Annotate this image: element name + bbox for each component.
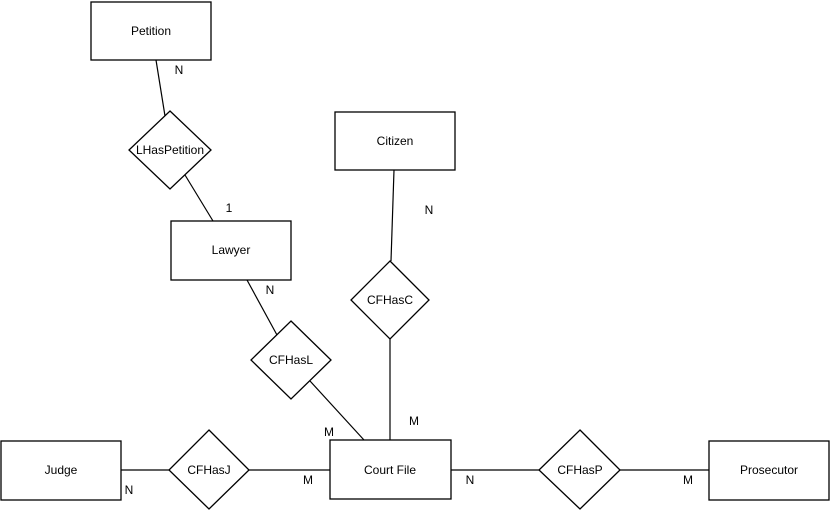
relationship-cfhasl-label: CFHasL bbox=[269, 353, 313, 367]
entity-prosecutor-label: Prosecutor bbox=[740, 463, 798, 477]
entity-citizen-label: Citizen bbox=[377, 134, 414, 148]
relationship-cfhasj-diamond[interactable] bbox=[168, 429, 250, 510]
relationship-cfhasp[interactable]: CFHasP bbox=[538, 429, 621, 510]
relationship-lhaspetition-diamond[interactable] bbox=[128, 110, 212, 190]
entity-petition-box[interactable] bbox=[90, 1, 212, 61]
cardinality-courtfile-cfhasp: N bbox=[466, 473, 475, 487]
relationship-cfhasc[interactable]: CFHasC bbox=[350, 260, 430, 340]
edge-citizen-cfhasc[interactable] bbox=[390, 169, 395, 262]
entity-judge-box[interactable] bbox=[0, 440, 122, 501]
edge-petition-lhaspetition[interactable] bbox=[155, 59, 166, 117]
cardinality-petition-lhaspetition: N bbox=[175, 63, 184, 77]
cardinality-cfhasj-courtfile: M bbox=[303, 473, 313, 487]
entity-citizen[interactable]: Citizen bbox=[334, 111, 456, 171]
entity-petition[interactable]: Petition bbox=[90, 1, 212, 61]
relationship-lhaspetition[interactable]: LHasPetition bbox=[128, 110, 212, 190]
entity-court-file-label: Court File bbox=[364, 463, 416, 477]
entity-lawyer-label: Lawyer bbox=[212, 243, 251, 257]
entity-lawyer-box[interactable] bbox=[170, 220, 292, 281]
relationship-cfhasc-label: CFHasC bbox=[367, 293, 413, 307]
entity-court-file[interactable]: Court File bbox=[329, 439, 452, 500]
relationship-cfhasp-diamond[interactable] bbox=[538, 429, 621, 510]
cardinality-cfhasc-courtfile: M bbox=[409, 414, 419, 428]
cardinality-citizen-cfhasc: N bbox=[425, 203, 434, 217]
cardinality-lawyer-cfhasl: N bbox=[266, 283, 275, 297]
relationship-cfhasc-diamond[interactable] bbox=[350, 260, 430, 340]
relationship-cfhasj[interactable]: CFHasJ bbox=[168, 429, 250, 510]
entity-judge[interactable]: Judge bbox=[0, 440, 122, 501]
entity-citizen-box[interactable] bbox=[334, 111, 456, 171]
relationship-cfhasl[interactable]: CFHasL bbox=[250, 320, 332, 400]
entity-lawyer[interactable]: Lawyer bbox=[170, 220, 292, 281]
cardinality-judge-cfhasj: N bbox=[125, 483, 134, 497]
entity-petition-label: Petition bbox=[131, 24, 171, 38]
edge-lhaspetition-lawyer[interactable] bbox=[184, 174, 214, 222]
edge-lawyer-cfhasl[interactable] bbox=[246, 279, 278, 336]
cardinality-lhaspetition-lawyer: 1 bbox=[226, 201, 233, 215]
relationship-cfhasl-diamond[interactable] bbox=[250, 320, 332, 400]
relationship-cfhasj-label: CFHasJ bbox=[187, 463, 230, 477]
entity-prosecutor[interactable]: Prosecutor bbox=[708, 440, 830, 501]
entity-court-file-box[interactable] bbox=[329, 439, 452, 500]
entity-prosecutor-box[interactable] bbox=[708, 440, 830, 501]
cardinality-cfhasl-courtfile: M bbox=[324, 425, 334, 439]
relationship-lhaspetition-label: LHasPetition bbox=[136, 143, 204, 157]
edge-cfhasl-courtfile[interactable] bbox=[309, 380, 365, 441]
entity-judge-label: Judge bbox=[45, 463, 78, 477]
cardinality-cfhasp-prosecutor: M bbox=[683, 473, 693, 487]
relationship-cfhasp-label: CFHasP bbox=[557, 463, 602, 477]
